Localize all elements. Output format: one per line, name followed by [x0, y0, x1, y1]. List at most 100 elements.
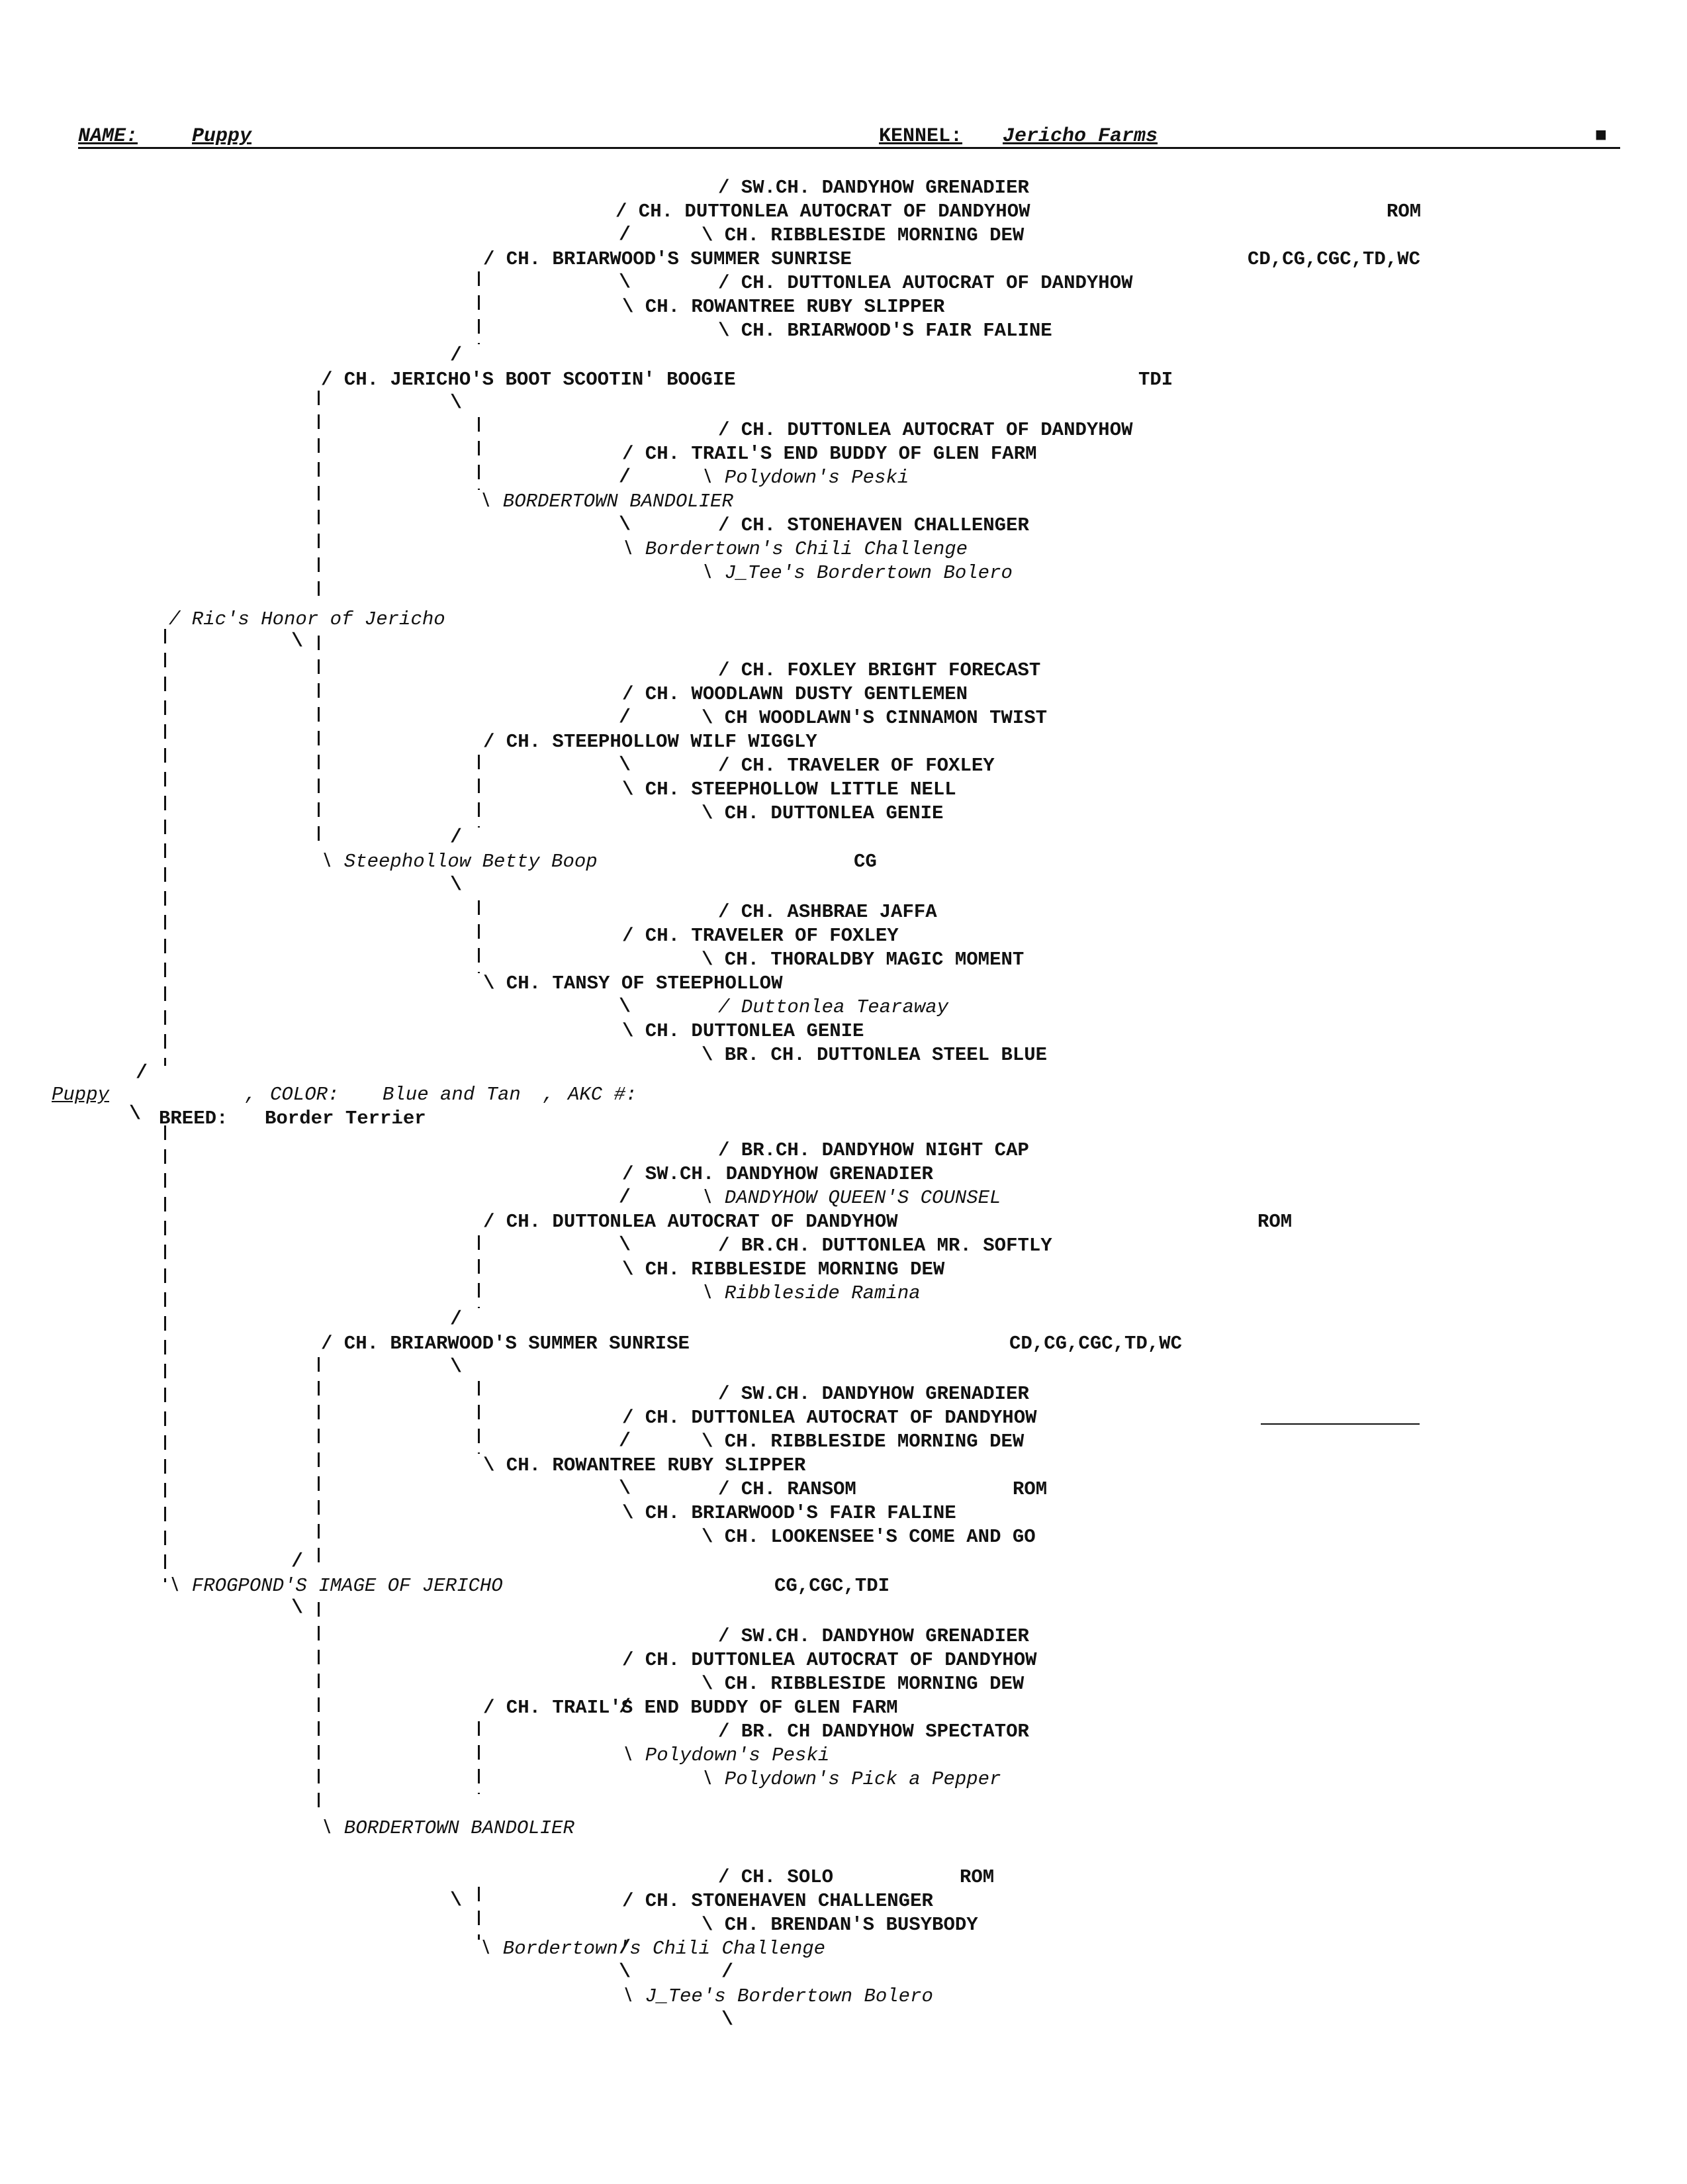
branch-connector: / — [619, 1696, 631, 1719]
subject-name: Puppy — [52, 1084, 110, 1106]
pedigree-entry: \ CH. THORALDBY MAGIC MOMENT — [702, 949, 1025, 971]
header-mark: ■ — [1595, 125, 1608, 148]
pedigree-entry: \ CH WOODLAWN'S CINNAMON TWIST — [702, 707, 1048, 729]
pedigree-entry: / SW.CH. DANDYHOW GRENADIER — [622, 1163, 933, 1185]
breed-value: Border Terrier — [265, 1108, 426, 1129]
subject-comma: , — [245, 1084, 257, 1106]
pedigree-entry: / CH. FOXLEY BRIGHT FORECAST — [718, 659, 1041, 681]
branch-connector: \ — [721, 2009, 734, 2031]
pedigree-entry: \ BORDERTOWN BANDOLIER — [321, 1817, 574, 1839]
color-label: COLOR: — [270, 1084, 340, 1106]
pedigree-entry: \ CH. RIBBLESIDE MORNING DEW — [702, 224, 1025, 246]
pedigree-entry: / SW.CH. DANDYHOW GRENADIER — [718, 1383, 1029, 1405]
branch-connector: \ — [450, 1356, 463, 1378]
pedigree-entry: / SW.CH. DANDYHOW GRENADIER — [718, 1625, 1029, 1647]
pedigree-entry: / CH. DUTTONLEA AUTOCRAT OF DANDYHOW — [483, 1211, 898, 1233]
entry-title: ROM — [1257, 1211, 1293, 1233]
pedigree-entry: / CH. DUTTONLEA AUTOCRAT OF DANDYHOW — [718, 272, 1133, 294]
branch-line — [478, 900, 480, 973]
pedigree-entry: / CH. TRAIL'S END BUDDY OF GLEN FARM — [622, 443, 1037, 465]
entry-title: CG — [854, 851, 877, 873]
branch-connector: \ — [619, 1234, 631, 1257]
branch-line — [478, 1381, 480, 1454]
branch-connector: \ — [450, 392, 463, 414]
branch-line — [164, 629, 166, 1066]
pedigree-entry: \ BORDERTOWN BANDOLIER — [480, 491, 733, 512]
branch-line — [478, 271, 480, 344]
underline-rule — [1261, 1423, 1420, 1425]
branch-connector: \ — [619, 1478, 631, 1500]
branch-connector: \ — [619, 271, 631, 294]
pedigree-entry: / Ric's Honor of Jericho — [169, 608, 445, 630]
branch-line — [478, 1721, 480, 1794]
branch-connector: \ — [450, 1889, 463, 1912]
pedigree-entry: \ CH. BRIARWOOD'S FAIR FALINE — [718, 320, 1052, 342]
branch-line — [478, 1887, 480, 1940]
pedigree-entry: \ CH. BRIARWOOD'S FAIR FALINE — [622, 1502, 956, 1524]
pedigree-entry: / CH. BRIARWOOD'S SUMMER SUNRISE — [321, 1333, 690, 1354]
pedigree-entry: / CH. TRAVELER OF FOXLEY — [622, 925, 899, 947]
name-value: Puppy — [192, 125, 252, 148]
branch-connector: \ — [129, 1103, 142, 1125]
branch-line — [478, 1235, 480, 1308]
entry-title: ROM — [1387, 201, 1422, 222]
pedigree-entry: \ CH. STEEPHOLLOW LITTLE NELL — [622, 779, 956, 800]
pedigree-entry: / CH. DUTTONLEA AUTOCRAT OF DANDYHOW — [622, 1407, 1037, 1429]
pedigree-entry: \ FROGPOND'S IMAGE OF JERICHO — [169, 1575, 503, 1597]
branch-line — [318, 1357, 320, 1569]
pedigree-entry: / CH. STEEPHOLLOW WILF WIGGLY — [483, 731, 817, 753]
pedigree-entry: / BR. CH DANDYHOW SPECTATOR — [718, 1721, 1029, 1742]
breed-label: BREED: — [159, 1108, 228, 1129]
branch-connector: \ — [619, 514, 631, 536]
branch-line — [318, 636, 320, 841]
akc-label: AKC #: — [568, 1084, 637, 1106]
pedigree-entry: \ Steephollow Betty Boop — [321, 851, 598, 873]
entry-title: ROM — [1013, 1478, 1048, 1500]
pedigree-entry: / CH. RANSOM — [718, 1478, 856, 1500]
branch-connector: \ — [450, 874, 463, 896]
pedigree-entry: / BR.CH. DANDYHOW NIGHT CAP — [718, 1139, 1029, 1161]
branch-connector: / — [450, 1308, 463, 1331]
branch-connector: \ — [619, 996, 631, 1018]
header-rule — [78, 147, 1620, 149]
pedigree-entry: / CH. ASHBRAE JAFFA — [718, 901, 937, 923]
pedigree-entry: / CH. SOLO — [718, 1866, 834, 1888]
pedigree-entry: / Duttonlea Tearaway — [718, 996, 949, 1018]
pedigree-entry: / BR.CH. DUTTONLEA MR. SOFTLY — [718, 1235, 1052, 1257]
pedigree-entry: / CH. BRIARWOOD'S SUMMER SUNRISE — [483, 248, 852, 270]
pedigree-entry: \ BR. CH. DUTTONLEA STEEL BLUE — [702, 1044, 1048, 1066]
pedigree-entry: / CH. DUTTONLEA AUTOCRAT OF DANDYHOW — [718, 419, 1133, 441]
pedigree-entry: \ Bordertown's Chili Challenge — [480, 1938, 826, 1960]
branch-connector: / — [619, 1937, 631, 1960]
pedigree-entry: \ Polydown's Peski — [702, 467, 909, 489]
pedigree-entry: / CH. JERICHO'S BOOT SCOOTIN' BOOGIE — [321, 369, 736, 391]
branch-connector: / — [619, 706, 631, 729]
entry-title: CD,CG,CGC,TD,WC — [1009, 1333, 1183, 1354]
branch-connector: \ — [291, 630, 304, 653]
branch-line — [318, 391, 320, 596]
branch-line — [478, 417, 480, 490]
branch-connector: \ — [619, 754, 631, 777]
pedigree-entry: \ CH. ROWANTREE RUBY SLIPPER — [622, 296, 945, 318]
pedigree-entry: \ Ribbleside Ramina — [702, 1282, 921, 1304]
entry-title: ROM — [960, 1866, 995, 1888]
pedigree-entry: \ CH. BRENDAN'S BUSYBODY — [702, 1914, 978, 1936]
pedigree-entry: \ Bordertown's Chili Challenge — [622, 538, 968, 560]
pedigree-entry: \ CH. DUTTONLEA GENIE — [622, 1020, 864, 1042]
branch-line — [164, 1125, 166, 1582]
pedigree-entry: / CH. STONEHAVEN CHALLENGER — [622, 1890, 933, 1912]
pedigree-entry: \ CH. RIBBLESIDE MORNING DEW — [702, 1431, 1025, 1452]
branch-line — [318, 1602, 320, 1814]
entry-title: CD,CG,CGC,TD,WC — [1248, 248, 1421, 270]
kennel-label: KENNEL: — [879, 125, 963, 148]
branch-connector: \ — [291, 1597, 304, 1619]
branch-connector: / — [619, 1186, 631, 1209]
entry-title: TDI — [1138, 369, 1173, 391]
branch-connector: / — [619, 224, 631, 246]
branch-connector: / — [619, 466, 631, 489]
pedigree-entry: / SW.CH. DANDYHOW GRENADIER — [718, 177, 1029, 199]
pedigree-entry: \ DANDYHOW QUEEN'S COUNSEL — [702, 1187, 1001, 1209]
pedigree-entry: \ Polydown's Peski — [622, 1744, 830, 1766]
branch-connector: / — [619, 1430, 631, 1452]
